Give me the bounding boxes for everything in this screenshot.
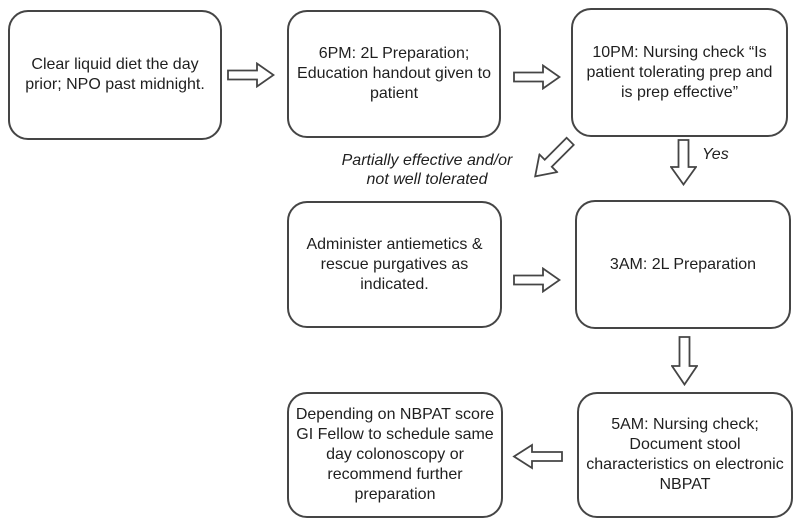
node-6pm-preparation-text: 6PM: 2L Preparation; Education handout g… <box>297 45 491 102</box>
node-3am-preparation: 3AM: 2L Preparation <box>575 200 791 329</box>
arrow-diagonal-10pm-to-antiemetics-icon <box>525 131 581 187</box>
node-3am-preparation-text: 3AM: 2L Preparation <box>609 255 757 273</box>
node-antiemetics-rescue: Administer antiemetics & rescue purgativ… <box>287 201 502 328</box>
arrow-down-10pm-to-3am-icon <box>670 139 697 186</box>
arrow-right-antiemetics-to-3am-icon <box>513 267 561 293</box>
edge-label-yes: Yes <box>702 146 729 163</box>
edge-label-partially-effective: Partially effective and/or not well tole… <box>341 152 513 188</box>
node-10pm-nursing-check-text: 10PM: Nursing check “Is patient tolerati… <box>586 43 773 101</box>
node-clear-liquid-diet-text: Clear liquid diet the day prior; NPO pas… <box>25 56 205 93</box>
node-6pm-preparation: 6PM: 2L Preparation; Education handout g… <box>287 10 501 138</box>
arrow-down-3am-to-5am-icon <box>671 336 698 386</box>
arrow-right-diet-to-6pm-icon <box>227 62 275 88</box>
arrow-right-6pm-to-10pm-icon <box>513 64 561 90</box>
arrow-left-5am-to-nbpat-icon <box>512 443 563 470</box>
node-5am-nursing-check: 5AM: Nursing check; Document stool chara… <box>577 392 793 518</box>
node-antiemetics-rescue-text: Administer antiemetics & rescue purgativ… <box>306 235 483 293</box>
node-clear-liquid-diet: Clear liquid diet the day prior; NPO pas… <box>8 10 222 140</box>
node-10pm-nursing-check: 10PM: Nursing check “Is patient tolerati… <box>571 8 788 137</box>
node-nbpat-score-text: Depending on NBPAT score GI Fellow to sc… <box>295 406 495 503</box>
node-nbpat-score: Depending on NBPAT score GI Fellow to sc… <box>287 392 503 518</box>
node-5am-nursing-check-text: 5AM: Nursing check; Document stool chara… <box>586 416 784 493</box>
